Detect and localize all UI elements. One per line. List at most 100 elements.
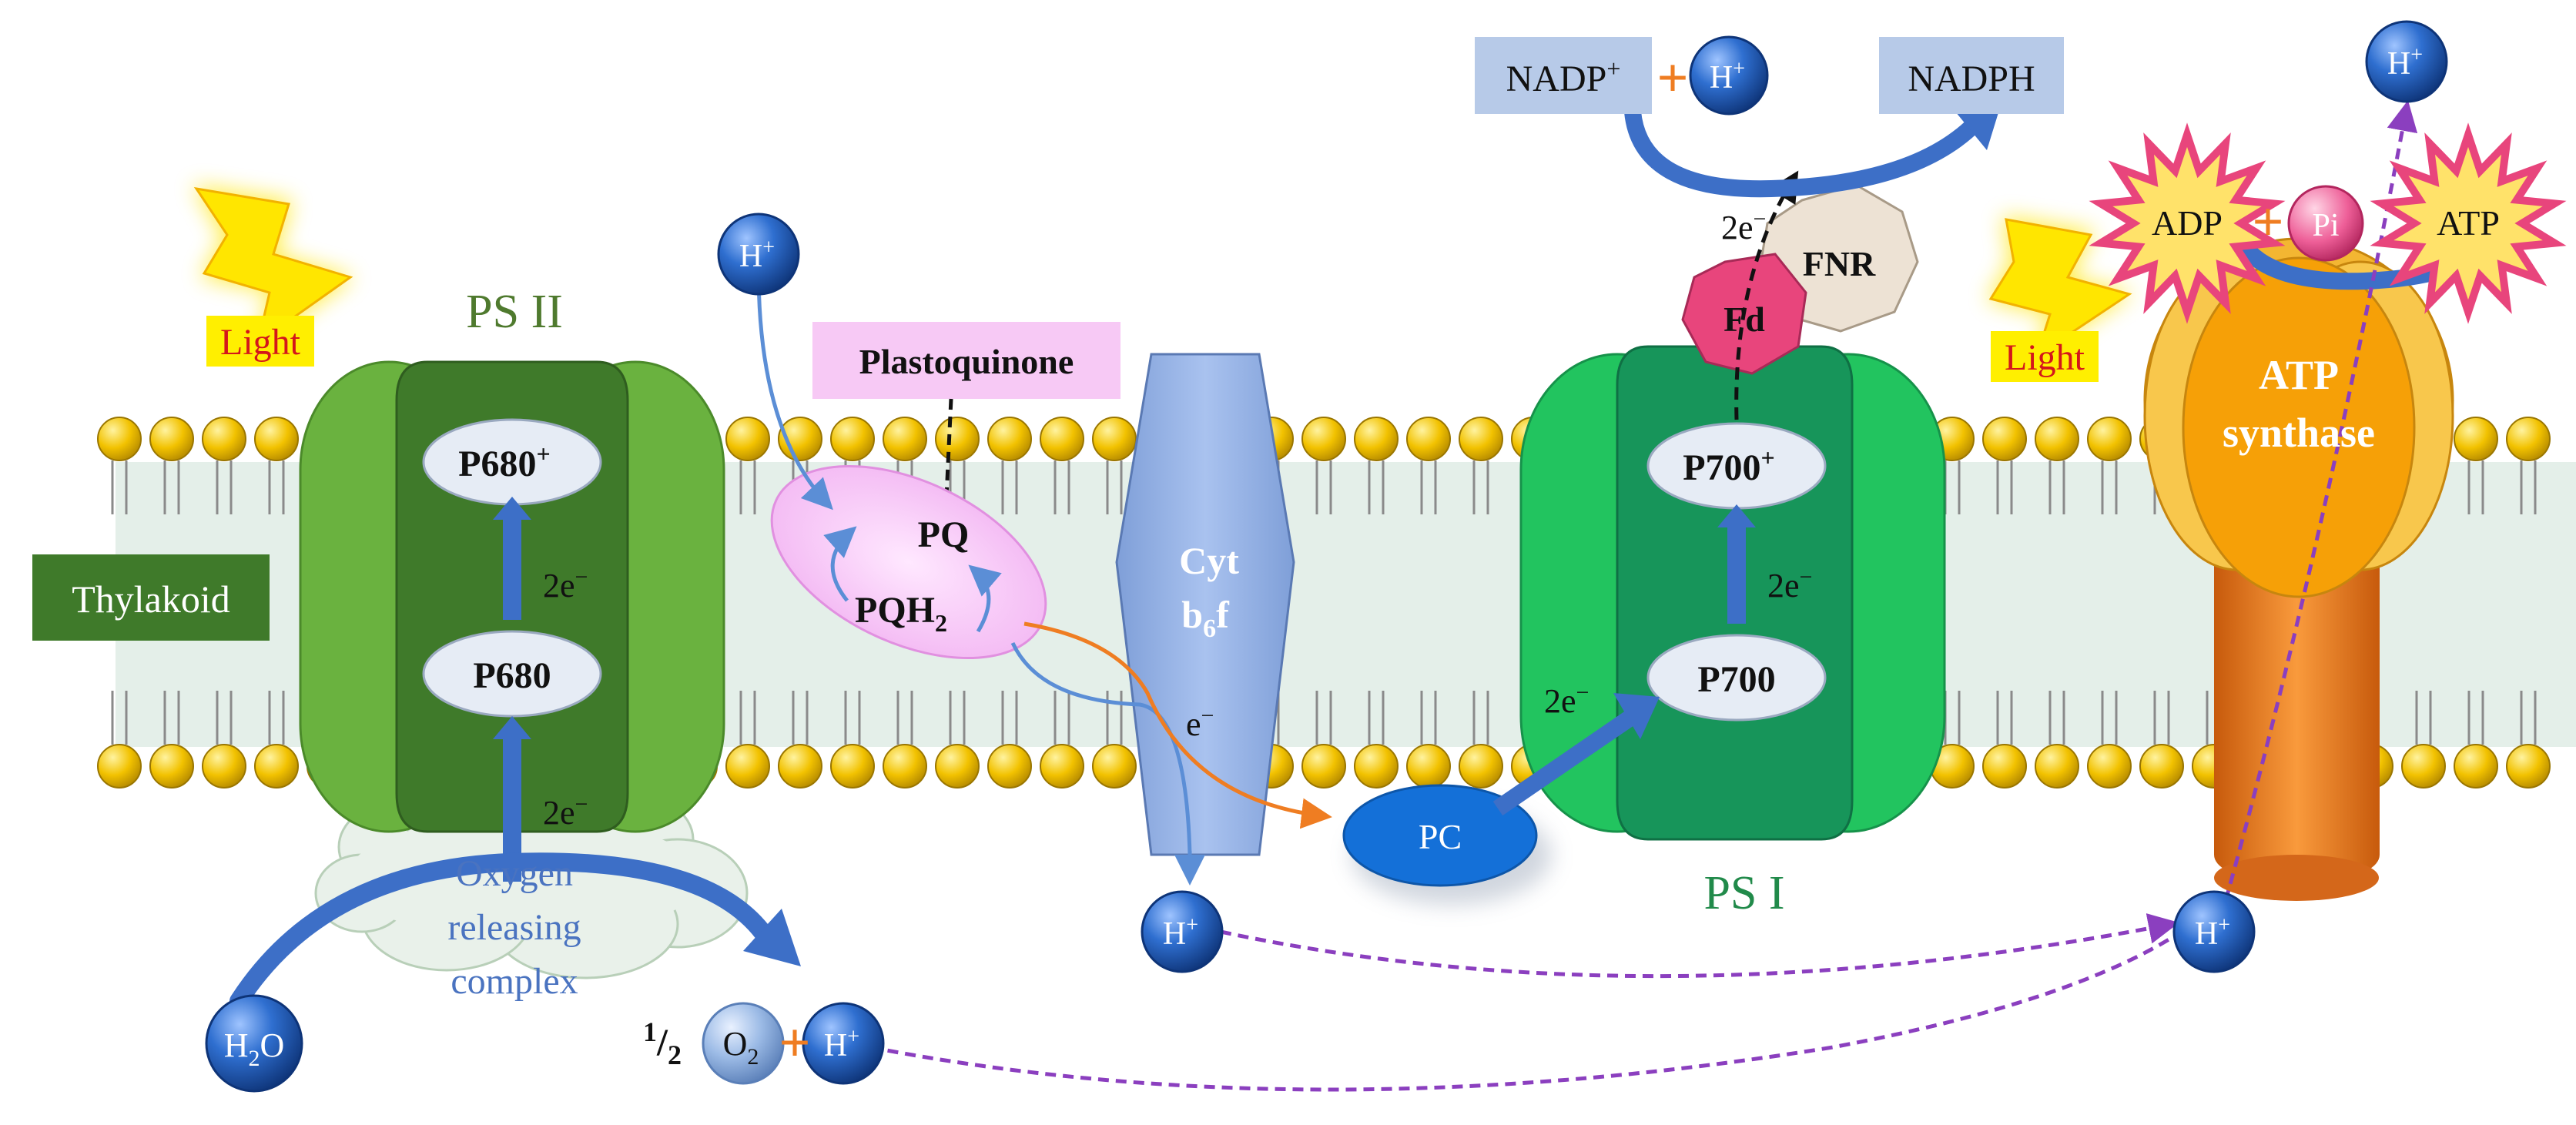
ps1-2e-label: 2e− — [1767, 564, 1812, 604]
lipid-head — [254, 417, 299, 461]
ps2-lower-2e-label: 2e− — [543, 792, 588, 832]
thylakoid-label-bg — [32, 554, 270, 641]
pq-pool — [770, 464, 1047, 660]
plastoquinone-label: Plastoquinone — [859, 342, 1074, 381]
lipid-head — [2087, 744, 2132, 789]
lipid-head — [254, 744, 299, 789]
light-right-bg — [1991, 331, 2099, 382]
ps2-lower-electron-arrow-head — [493, 716, 531, 739]
p700-oval — [1646, 634, 1827, 722]
atp-synthase-head-front — [2182, 256, 2416, 598]
lipid-head — [1354, 744, 1399, 789]
lipid-head — [202, 417, 246, 461]
lipid-head — [1982, 417, 2027, 461]
ps2-upper-2e-label: 2e− — [543, 564, 588, 604]
lipid-head — [883, 417, 927, 461]
atp-synthase-label-2: synthase — [2223, 410, 2375, 456]
lipid-head — [1301, 417, 1346, 461]
pi-ball — [2287, 185, 2364, 262]
proton-ball-nadp — [1689, 35, 1769, 116]
lipid-head — [149, 417, 194, 461]
ps2-upper-electron-arrow-shaft — [503, 516, 521, 620]
lipid-head — [1040, 744, 1084, 789]
p680-label: P680 — [473, 655, 551, 696]
thylakoid-label: Thylakoid — [72, 578, 230, 621]
pi-label: Pi — [2312, 208, 2339, 243]
adp-star — [2089, 122, 2286, 324]
nadp-reduction-arrow — [1624, 110, 1978, 198]
water-ball — [205, 994, 303, 1093]
atp-label: ATP — [2437, 203, 2500, 243]
lipid-head — [935, 417, 980, 461]
p700-to-fnr-arrow — [1734, 170, 1799, 420]
orc-label-2: releasing — [447, 907, 581, 948]
lipid-head — [2454, 417, 2498, 461]
pc-label: PC — [1419, 817, 1462, 856]
lipid-head — [987, 744, 1032, 789]
lipid-head — [725, 417, 770, 461]
light-label-right: Light — [2005, 337, 2085, 378]
fnr-label: FNR — [1803, 244, 1876, 283]
water-label: H2O — [224, 1026, 285, 1071]
adp-label: ADP — [2152, 203, 2223, 243]
lipid-head — [2035, 744, 2079, 789]
pc-to-p700-arrow — [1492, 708, 1638, 816]
water-splitting-arrow — [229, 852, 779, 1010]
proton-ball-cyt — [1141, 890, 1224, 973]
p700-label: P700 — [1697, 659, 1775, 700]
b6f-label: b6f — [1181, 593, 1230, 643]
half-label: 1/2 — [643, 1016, 682, 1070]
lipid-head — [1982, 744, 2027, 789]
proton-ball-top-left — [717, 213, 800, 296]
nadph-box — [1879, 37, 2064, 114]
ps1-label: PS I — [1703, 867, 1784, 919]
light-label-left: Light — [220, 322, 301, 363]
ps1-electron-arrow-head — [1717, 504, 1756, 527]
lipid-head — [1406, 744, 1451, 789]
p700-plus-label: P700+ — [1683, 444, 1775, 488]
lipid-head — [202, 744, 246, 789]
lipid-head — [2035, 417, 2079, 461]
proton-gradient-path-1 — [869, 926, 2189, 1092]
proton-ball-water — [802, 1002, 885, 1085]
proton-through-atp-synthase — [2223, 100, 2418, 902]
nadp-plus-sign: + — [1656, 47, 1688, 109]
proton-ball-top-right — [2365, 20, 2448, 103]
proton-label-atp-synthase: H+ — [2195, 913, 2230, 952]
lipid-head — [725, 744, 770, 789]
nadp-box — [1475, 37, 1652, 114]
pqh2-label: PQH2 — [855, 590, 947, 637]
lipid-head — [935, 744, 980, 789]
oxygen-label: O2 — [723, 1025, 759, 1070]
lipid-head — [778, 744, 822, 789]
lipid-head — [2506, 417, 2551, 461]
proton-label-top-right: H+ — [2387, 43, 2423, 82]
atp-star — [2370, 122, 2567, 324]
lipid-head — [2087, 417, 2132, 461]
lipid-head — [1459, 417, 1503, 461]
lipid-head — [2454, 744, 2498, 789]
pc-2e-label: 2e− — [1544, 680, 1589, 720]
lipid-head — [1092, 417, 1137, 461]
nadp-label: NADP+ — [1506, 55, 1621, 99]
proton-ball-atp-synthase — [2172, 890, 2256, 973]
electron-to-pc-arrow — [1023, 621, 1332, 829]
pq-cycle-arrow-2 — [968, 564, 1002, 633]
lipid-head — [1301, 744, 1346, 789]
pc-protein — [1342, 784, 1538, 887]
lipid-head — [1092, 744, 1137, 789]
lipid-head — [1040, 417, 1084, 461]
lipid-head — [987, 417, 1032, 461]
pq-cycle-arrow-1 — [823, 526, 857, 602]
proton-gradient-path-2 — [1220, 913, 2179, 979]
proton-label-cyt: H+ — [1163, 913, 1198, 952]
ps2-label: PS II — [466, 286, 563, 338]
cyt-label: Cyt — [1179, 539, 1239, 582]
oxygen-ball — [702, 1002, 785, 1085]
lipid-head — [830, 744, 875, 789]
lipid-head — [830, 417, 875, 461]
lipid-head — [2401, 744, 2446, 789]
proton-label-water: H+ — [824, 1025, 859, 1063]
